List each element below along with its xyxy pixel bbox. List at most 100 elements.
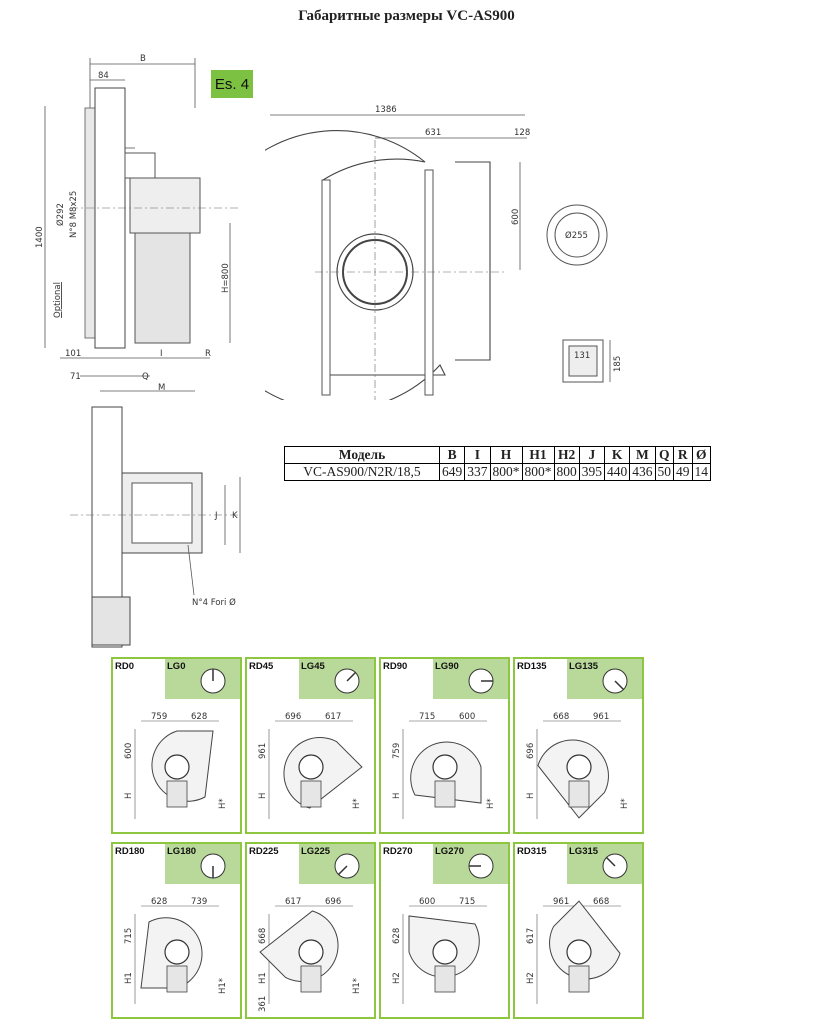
side-view-drawing: B 84 1400 Ø292 N°8 M8x25 Optional H=800 … — [35, 54, 240, 393]
dim-2: 628 — [191, 712, 207, 722]
dim-1: 617 — [285, 897, 301, 907]
dim-v3: H* — [352, 798, 362, 809]
motor-base — [434, 780, 456, 808]
inlet-circle — [566, 939, 592, 965]
lg-label: LG135 — [569, 661, 599, 672]
dim-255: Ø255 — [565, 230, 588, 241]
header-cell: H2 — [553, 446, 580, 464]
inlet-circle — [432, 939, 458, 965]
fan-housing — [537, 739, 609, 819]
rotation-marker — [605, 856, 616, 867]
dim-q: Q — [142, 372, 149, 382]
inlet-circle — [298, 754, 324, 780]
dim-631: 631 — [425, 128, 441, 138]
rd-label: RD0 — [115, 661, 135, 672]
header-cell: R — [673, 446, 693, 464]
lg-label: LG45 — [301, 661, 325, 672]
rotation-marker — [337, 865, 348, 876]
dim-v3: H1* — [218, 978, 228, 994]
table-header-row: Модель B I H H1 H2 J K M Q R Ø — [284, 446, 711, 464]
dim-m: M — [158, 383, 165, 393]
motor-base — [568, 780, 590, 808]
header-cell: J — [578, 446, 606, 464]
inlet-circle — [432, 754, 458, 780]
header-cell: H1 — [521, 446, 555, 464]
cell: 49 — [673, 463, 693, 481]
dim-1400: 1400 — [35, 226, 45, 248]
lg-label: LG315 — [569, 846, 599, 857]
rd-label: RD270 — [383, 846, 413, 857]
dim-2: 668 — [593, 897, 609, 907]
dim-128: 128 — [514, 128, 530, 138]
dim-1386: 1386 — [375, 105, 397, 115]
dim-b: B — [140, 54, 146, 64]
dim-v3: H* — [620, 798, 630, 809]
dim-k: K — [232, 511, 238, 521]
dim-1: 759 — [151, 712, 167, 722]
cell: 395 — [578, 463, 606, 481]
front-view-drawing: 1386 631 128 600 Ø255 131 185 — [265, 105, 623, 400]
header-cell: I — [464, 446, 491, 464]
lg-label: LG180 — [167, 846, 197, 857]
cell: 800 — [553, 463, 580, 481]
inlet-circle — [298, 939, 324, 965]
housing-shape — [537, 739, 609, 819]
dim-2: 696 — [325, 897, 341, 907]
base-view-drawing: J K N°4 Fori Ø — [70, 406, 241, 648]
header-cell: B — [438, 446, 466, 464]
dim-2: 600 — [459, 712, 475, 722]
dim-v1: 668 — [258, 928, 268, 944]
model-badge: Es. 4 — [211, 70, 253, 98]
header-cell: Q — [654, 446, 674, 464]
header-cell: K — [603, 446, 631, 464]
dim-v2: H — [526, 793, 536, 799]
motor-base — [300, 965, 322, 993]
dim-2: 715 — [459, 897, 475, 907]
dim-bolts: N°8 M8x25 — [69, 191, 79, 238]
cell: 440 — [603, 463, 631, 481]
motor-base — [300, 780, 322, 808]
dim-v3: H* — [486, 798, 496, 809]
dim-v2: H — [392, 793, 402, 799]
dim-v1: 600 — [124, 743, 134, 759]
inlet-circle — [164, 754, 190, 780]
dim-2: 617 — [325, 712, 341, 722]
dim-1: 961 — [553, 897, 569, 907]
motor-base — [166, 780, 188, 808]
dim-v2: H2 — [392, 972, 402, 984]
dim-v2: H2 — [526, 972, 536, 984]
dim-v2: H1 — [258, 972, 268, 984]
rotation-marker — [346, 671, 357, 682]
dim-1: 668 — [553, 712, 569, 722]
dim-v2: H — [124, 793, 134, 799]
lg-label: LG0 — [167, 661, 186, 672]
cell: 337 — [464, 463, 491, 481]
dim-600: 600 — [511, 209, 521, 225]
header-cell: Модель — [284, 446, 440, 464]
dim-h800: H=800 — [221, 263, 231, 293]
dim-101: 101 — [65, 349, 81, 359]
lg-panel: LG135 — [567, 659, 642, 699]
dim-2: 739 — [191, 897, 207, 907]
rd-label: RD45 — [249, 661, 274, 672]
lg-label: LG270 — [435, 846, 465, 857]
dim-v2: H1 — [124, 972, 134, 984]
dim-v1: 715 — [124, 928, 134, 944]
rd-label: RD90 — [383, 661, 408, 672]
dim-131: 131 — [574, 351, 590, 361]
rd-label: RD180 — [115, 846, 145, 857]
rd-label: RD135 — [517, 661, 547, 672]
cell: 800* — [489, 463, 523, 481]
dim-v1: 759 — [392, 743, 402, 759]
inlet-circle — [566, 754, 592, 780]
